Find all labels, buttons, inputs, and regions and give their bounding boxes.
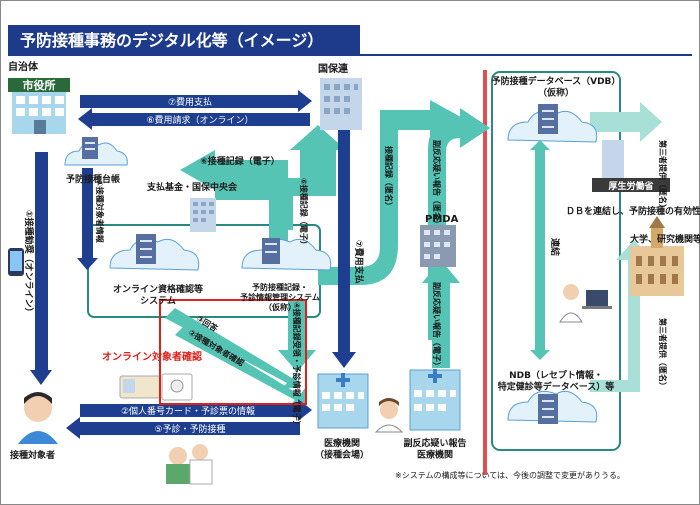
pmda-building-icon <box>420 225 456 267</box>
arrow-third-top <box>590 102 662 142</box>
fund-label: 支払基金・国保中央会 <box>146 181 238 193</box>
registry-label: 予防接種台帳 <box>66 173 120 185</box>
arrow-record-to-vdb <box>318 100 470 285</box>
arrow-record-to-registry <box>180 150 288 245</box>
vdb-label: 予防接種データベース（VDB）（仮称） <box>492 75 621 98</box>
vdb-record-label: 接種記録（匿名） <box>384 146 394 210</box>
flow-request-label: ⑥費用請求（オンライン） <box>146 114 253 126</box>
arrow-record-to-kokuho <box>275 125 346 230</box>
pmda-label: PMDA <box>425 214 459 225</box>
arrow-link <box>530 140 550 360</box>
mhlw-sign: 厚生労働省 <box>608 180 653 192</box>
footnote: ※システムの構成等については、今後の調整で変更がありうる。 <box>395 470 625 480</box>
arrow-adverse-to-pmda <box>422 260 460 368</box>
vdb-frame <box>491 71 621 451</box>
university-label: 大学、研究機関等 <box>630 233 700 245</box>
third-party-top-label: 第三者提供（匿名） <box>658 140 668 212</box>
flow-payment-label: ⑦費用支払 <box>168 96 212 108</box>
flow-info-label: ①接種対象者情報 <box>95 180 105 244</box>
flow-receipt-label: ④接種記録受領・予診情報（電子） <box>292 302 302 429</box>
researcher-icon <box>559 284 612 323</box>
university-icon <box>630 216 684 296</box>
online-check-frame <box>159 299 307 405</box>
ndb-label: NDB（レセプト情報・特定健診等データベース）等 <box>498 369 615 392</box>
page-title: 予防接種事務のデジタル化等（イメージ） <box>20 31 323 50</box>
doctor-icon <box>374 398 404 433</box>
medical-institution-label: 医療機関（接種会場） <box>315 437 369 460</box>
arrow-confirm <box>165 308 297 388</box>
flow-payment2-label: ⑦費用支払 <box>353 240 365 284</box>
flow-record-kokuho-label: ⑥接種記録（電子） <box>299 178 309 249</box>
header-bar <box>8 25 360 55</box>
online-check-label: オンライン対象者確認 <box>102 350 202 363</box>
fund-building-icon <box>190 198 216 232</box>
pmda-adverse-label: 副反応疑い報告（電子） <box>432 282 442 370</box>
smartphone-icon <box>8 248 24 276</box>
city-hall-icon: 市役所 <box>8 78 70 134</box>
target-person-label: 接種対象者 <box>10 449 55 461</box>
navy-arrows <box>30 90 356 439</box>
adverse-hospital-icon <box>409 369 461 431</box>
flow-vaccination-label: ⑤予診・予防接種 <box>154 423 225 435</box>
hospital-icon <box>317 373 369 429</box>
flow-advice-label: ①接種勧奨（オンライン） <box>23 210 35 317</box>
city-hall-sign: 市役所 <box>23 78 56 92</box>
municipality-label: 自治体 <box>8 60 39 73</box>
flow-record-registry-label: ⑥接種記録（電子） <box>200 155 280 167</box>
kokuho-label: 国保連 <box>318 62 349 75</box>
kokuho-building-icon <box>320 78 362 130</box>
qualification-system-label: オンライン資格確認等システム <box>113 283 203 306</box>
adverse-institution-label: 副反応疑い報告医療機関 <box>403 437 466 460</box>
link-label: 連結 <box>549 238 561 256</box>
vaccination-illustration <box>166 444 213 485</box>
mhlw-building-icon: 厚生労働省 <box>592 140 670 192</box>
flow-card-label: ②個人番号カード・予診票の情報 <box>121 405 255 417</box>
db-note: ＤＢを連結し、予防接種の有効性・安全性を調査・研究 <box>566 205 700 217</box>
vdb-adverse-label: 副反応疑い報告（匿名） <box>432 140 442 228</box>
third-party-bottom-label: 第三者提供（匿名） <box>658 318 668 390</box>
id-card-icon <box>119 373 193 401</box>
server-icon <box>82 104 558 424</box>
arrow-answer <box>175 325 305 405</box>
management-system-label: 予防接種記録・予診情報管理システム（仮称） <box>240 282 320 312</box>
person-icon <box>18 392 58 444</box>
